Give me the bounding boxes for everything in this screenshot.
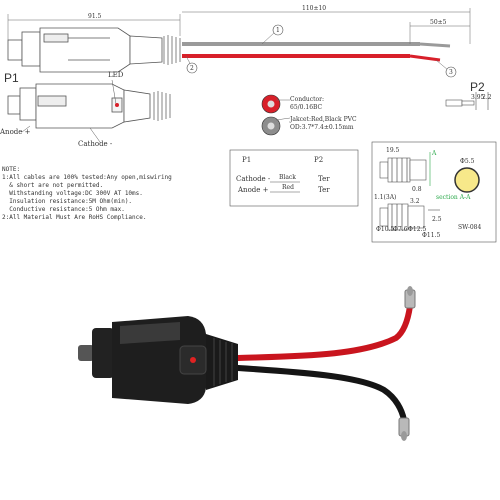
dim-3-2: 3.2: [410, 198, 420, 205]
photo-black-wire: [235, 365, 407, 423]
photo-red-wire: [235, 303, 413, 361]
dim-1-1: 1.1(3A): [374, 194, 397, 201]
connector-detail-box: [371, 141, 497, 243]
cap-section-circle: [454, 167, 480, 193]
note-line: 1:All cables are 100% tested:Any open,mi…: [2, 174, 172, 181]
callout-1: 1: [276, 27, 280, 34]
photo-led-icon: [190, 357, 196, 363]
note-line: Insulation resistance:5M Ohm(min).: [2, 198, 133, 205]
dim-0-8: 0.8: [412, 186, 422, 193]
product-photo: [78, 286, 416, 441]
dim-strip: 50±5: [430, 19, 447, 26]
conductor-value: 65/0.16BC: [290, 104, 323, 111]
callout-2: 2: [190, 65, 194, 72]
photo-terminal-bottom: [398, 417, 410, 441]
table-row-1-left: Cathode -: [236, 175, 271, 183]
dim-phi11: Φ11.5: [422, 232, 441, 239]
red-wire-tail: [409, 54, 441, 62]
note-line: NOTE:: [2, 166, 21, 173]
table-row-2-left: Anode +: [238, 186, 269, 194]
dim-2-5: 2.5: [432, 216, 442, 223]
cable-cross-section: [261, 94, 291, 136]
gray-wire-tail: [419, 42, 451, 48]
table-header-right: P2: [314, 156, 324, 164]
plug-side-view: [7, 79, 171, 143]
term-dim-b: 2.2: [482, 94, 492, 101]
term-dim-a: 3.95: [471, 94, 485, 101]
led-label: LED: [108, 71, 124, 79]
wiring-table-box: [229, 149, 359, 207]
table-row-1-wire: Black: [279, 174, 296, 181]
dim-overall: 91.5: [88, 13, 102, 20]
note-line: Conductive resistance:5 Ohm max.: [2, 206, 125, 213]
callout-3: 3: [449, 69, 453, 76]
dim-cable: 110±10: [302, 5, 327, 12]
photo-terminal-top: [404, 286, 416, 309]
note-line: 2:All Material Must Are RoHS Compliance.: [2, 214, 147, 221]
section-label: section A-A: [436, 194, 471, 201]
note-line: & short are not permitted.: [2, 182, 104, 189]
dim-phi12: Φ12.5: [408, 226, 427, 233]
dim-19-5: 19.5: [386, 147, 400, 154]
anode-label: Anode +: [0, 128, 31, 136]
p2-label: P2: [470, 80, 485, 94]
conductor-label: Conductor:: [290, 96, 325, 103]
p1-label-top: P1: [4, 71, 19, 85]
sw-code: SW-084: [458, 224, 482, 231]
table-row-2-wire: Red: [282, 184, 294, 191]
dimension-lines: [7, 8, 471, 71]
note-line: Withstanding voltage:DC 300V AT 10ms.: [2, 190, 143, 197]
section-a-marker: A: [432, 150, 437, 157]
plug-top-view: [7, 27, 181, 73]
notes-block: NOTE: 1:All cables are 100% tested:Any o…: [2, 166, 172, 222]
dim-phi10: Φ10.5: [376, 226, 395, 233]
table-row-2-right: Ter: [318, 186, 330, 194]
terminal-drawing: [445, 92, 489, 110]
od-label: OD:3.7*7.4±0.15mm: [290, 124, 354, 131]
jacket-label: Jakcet:Red,Black PVC: [290, 116, 357, 123]
dim-phi7: Φ7.6: [393, 226, 408, 233]
callout-circles: [186, 24, 457, 78]
table-header-left: P1: [242, 156, 252, 164]
led-dot: [115, 103, 119, 107]
cathode-label: Cathode -: [78, 140, 113, 148]
table-row-1-right: Ter: [318, 175, 330, 183]
dim-phi5: Φ5.5: [460, 158, 475, 165]
